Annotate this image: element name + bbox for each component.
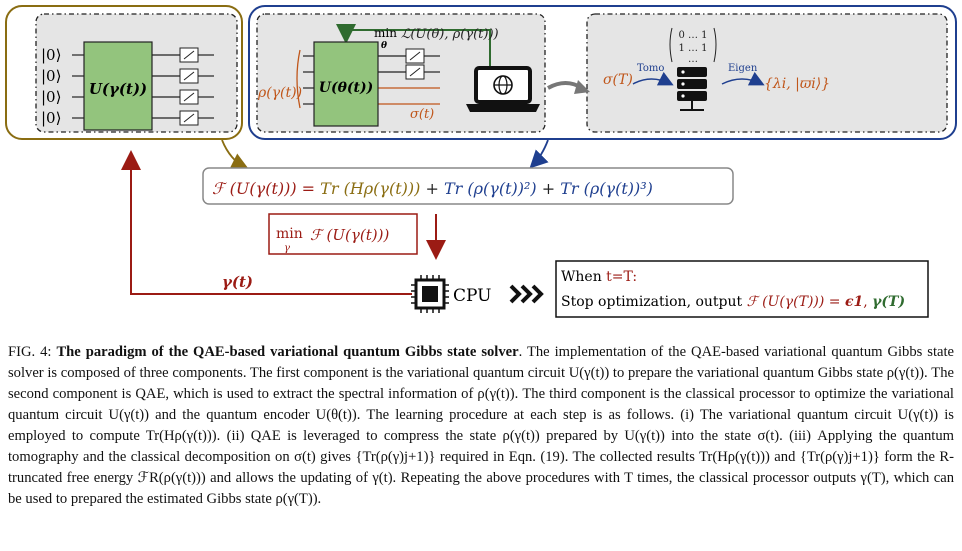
- min-gamma-sub: γ: [284, 243, 290, 254]
- triple-chevron-icon: [509, 284, 544, 304]
- equation-term1: Tr (Hρ(γ(t))): [320, 179, 420, 198]
- rho-gamma-input: ρ(γ(t)): [257, 85, 302, 101]
- free-energy-equation: ℱ (U(γ(t))) = Tr (Hρ(γ(t))) + Tr (ρ(γ(t)…: [202, 167, 734, 205]
- output-expression: ℱ (U(γ(T))) =: [747, 294, 845, 310]
- measurement-meter-icon: [405, 48, 425, 80]
- cpu-chip-icon: [411, 275, 449, 313]
- output-gamma: γ(T): [872, 294, 905, 310]
- laptop-globe-icon: [466, 66, 540, 112]
- matrix-row-1: 0 … 1: [678, 30, 707, 41]
- left-gate-label: U(γ(t)): [89, 80, 147, 98]
- eigen-result: {λi, |ϖi⟩}: [764, 76, 830, 92]
- caption-label: FIG. 4:: [8, 344, 57, 360]
- equation-plus2: +: [537, 179, 561, 198]
- caption-body: . The implementation of the QAE-based va…: [8, 344, 955, 507]
- svg-text:ℱ (U(γ(t))) = Tr (Hρ(γ(t))) +: ℱ (U(γ(t))) = Tr (Hρ(γ(t))) + Tr (ρ(γ(t)…: [212, 179, 653, 198]
- matrix-row-2: 1 … 1: [678, 43, 707, 54]
- loss-expression: ℒ(U(θ), ρ(γ(t))): [401, 27, 499, 42]
- output-prefix: Stop optimization, output: [561, 294, 747, 310]
- measurement-meter-icon: [179, 47, 199, 126]
- svg-text:When t=T:: When t=T:: [561, 269, 637, 285]
- equation-plus1: +: [420, 179, 444, 198]
- qae-panel: min θ ℒ(U(θ), ρ(γ(t))) ρ(γ(t)) U(θ(t)) σ…: [248, 5, 957, 140]
- density-matrix: 0 … 1 1 … 1 …: [669, 27, 717, 65]
- stopping-condition-box: When t=T: Stop optimization, output ℱ (U…: [555, 260, 929, 318]
- equation-lhs: ℱ (U(γ(t))) =: [212, 179, 320, 198]
- ket-zero-2: |0⟩: [41, 67, 61, 85]
- min-objective-expr: ℱ (U(γ(t))): [310, 226, 389, 244]
- svg-text:Stop optimization, output ℱ (U: Stop optimization, output ℱ (U(γ(T))) = …: [561, 294, 905, 310]
- eigen-label: Eigen: [728, 63, 758, 74]
- min-objective-box: min γ ℱ (U(γ(t))): [268, 213, 418, 255]
- min-gamma-label: min: [276, 226, 303, 242]
- output-epsilon: ϵ1: [845, 294, 863, 310]
- tomo-label: Tomo: [637, 63, 664, 74]
- equation-term3: Tr (ρ(γ(t))³): [560, 179, 653, 198]
- output-comma: ,: [863, 294, 872, 310]
- encoder-circuit-gate: [313, 41, 379, 127]
- min-theta-label: min: [374, 26, 397, 40]
- left-input-states: |0⟩ |0⟩ |0⟩ |0⟩: [41, 46, 61, 127]
- gamma-update-label: γ(t): [222, 273, 253, 291]
- sigma-t-output: σ(t): [410, 107, 434, 122]
- when-prefix: When: [561, 269, 606, 285]
- when-condition: t=T:: [606, 269, 637, 285]
- ket-zero-4: |0⟩: [41, 109, 61, 127]
- left-circuit-gate: [83, 41, 153, 131]
- sigma-T-label: σ(T): [603, 72, 633, 88]
- server-icon: [677, 67, 707, 111]
- caption-title: The paradigm of the QAE-based variationa…: [56, 344, 519, 360]
- cpu-label: CPU: [453, 286, 491, 306]
- ket-zero-3: |0⟩: [41, 88, 61, 106]
- equation-term2: Tr (ρ(γ(t))²): [444, 179, 537, 198]
- qae-paradigm-figure: |0⟩ |0⟩ |0⟩ |0⟩ U(γ(t)) min θ: [5, 5, 957, 318]
- min-theta-sub: θ: [381, 41, 387, 51]
- matrix-row-3: …: [688, 54, 698, 65]
- encoder-gate-label: U(θ(t)): [319, 80, 374, 96]
- figure-caption: FIG. 4: The paradigm of the QAE-based va…: [8, 342, 954, 510]
- ket-zero-1: |0⟩: [41, 46, 61, 64]
- left-panel: |0⟩ |0⟩ |0⟩ |0⟩ U(γ(t)): [5, 5, 243, 140]
